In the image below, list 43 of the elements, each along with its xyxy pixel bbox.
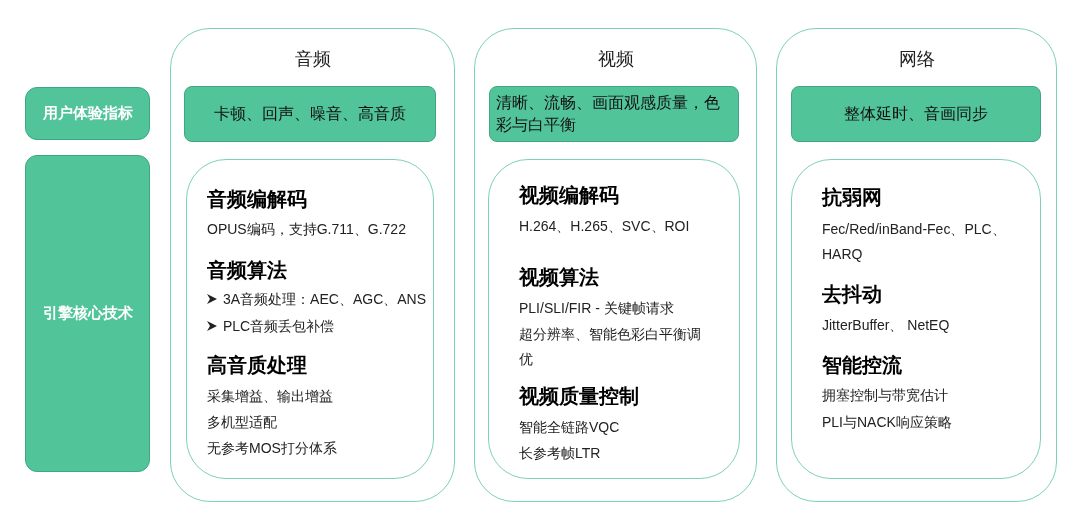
section-heading: 视频质量控制 xyxy=(519,384,639,409)
metric-box xyxy=(791,86,1041,142)
item-text: 长参考帧LTR xyxy=(519,443,601,463)
category-label: 用户体验指标 xyxy=(42,103,133,124)
section-heading: 智能控流 xyxy=(822,353,902,378)
column-title: 音频 xyxy=(293,48,332,71)
column-title: 网络 xyxy=(897,48,936,71)
item-text: 拥塞控制与带宽估计 xyxy=(822,385,948,405)
section-heading: 音频编解码 xyxy=(207,187,307,212)
item-text: 多机型适配 xyxy=(207,412,277,432)
bullet-text: PLC音频丢包补偿 xyxy=(223,317,335,336)
item-text: 无参考MOS打分体系 xyxy=(207,438,337,458)
section-heading: 视频编解码 xyxy=(519,183,619,208)
category-box xyxy=(25,87,150,140)
tech-card xyxy=(488,159,740,479)
item-text: OPUS编码，支持G.711、G.722 xyxy=(207,219,406,239)
column-title: 视频 xyxy=(596,48,635,71)
section-heading: 音频算法 xyxy=(207,258,287,283)
item-text: JitterBuffer、 NetEQ xyxy=(822,315,950,335)
column-panel xyxy=(776,28,1057,502)
section-heading: 抗弱网 xyxy=(822,185,882,210)
item-text: Fec/Red/inBand-Fec、PLC、HARQ xyxy=(822,220,1007,264)
section-heading: 视频算法 xyxy=(519,265,599,290)
bullet-text: 3A音频处理：AEC、AGC、ANS xyxy=(223,290,427,309)
metric-box xyxy=(489,86,739,142)
column-panel xyxy=(474,28,757,502)
tech-card xyxy=(186,159,434,479)
metric-text: 清晰、流畅、画面观感质量，色彩与白平衡 xyxy=(496,93,721,135)
column-panel xyxy=(170,28,455,502)
item-text: H.264、H.265、SVC、ROI xyxy=(519,216,690,236)
category-box xyxy=(25,155,150,472)
metric-text: 卡顿、回声、噪音、高音质 xyxy=(214,104,406,124)
item-text: PLI/SLI/FIR - 关键帧请求 xyxy=(519,298,674,318)
item-text: PLI与NACK响应策略 xyxy=(822,412,952,432)
item-text: 超分辨率、智能色彩白平衡调优 xyxy=(519,325,702,369)
metric-text: 整体延时、音画同步 xyxy=(844,104,988,124)
item-text: 采集增益、输出增益 xyxy=(207,386,333,406)
metric-box xyxy=(184,86,436,142)
section-heading: 高音质处理 xyxy=(207,353,307,378)
item-text: 智能全链路VQC xyxy=(519,417,620,437)
section-heading: 去抖动 xyxy=(822,282,882,307)
category-label: 引擎核心技术 xyxy=(42,303,133,324)
tech-card xyxy=(791,159,1041,479)
